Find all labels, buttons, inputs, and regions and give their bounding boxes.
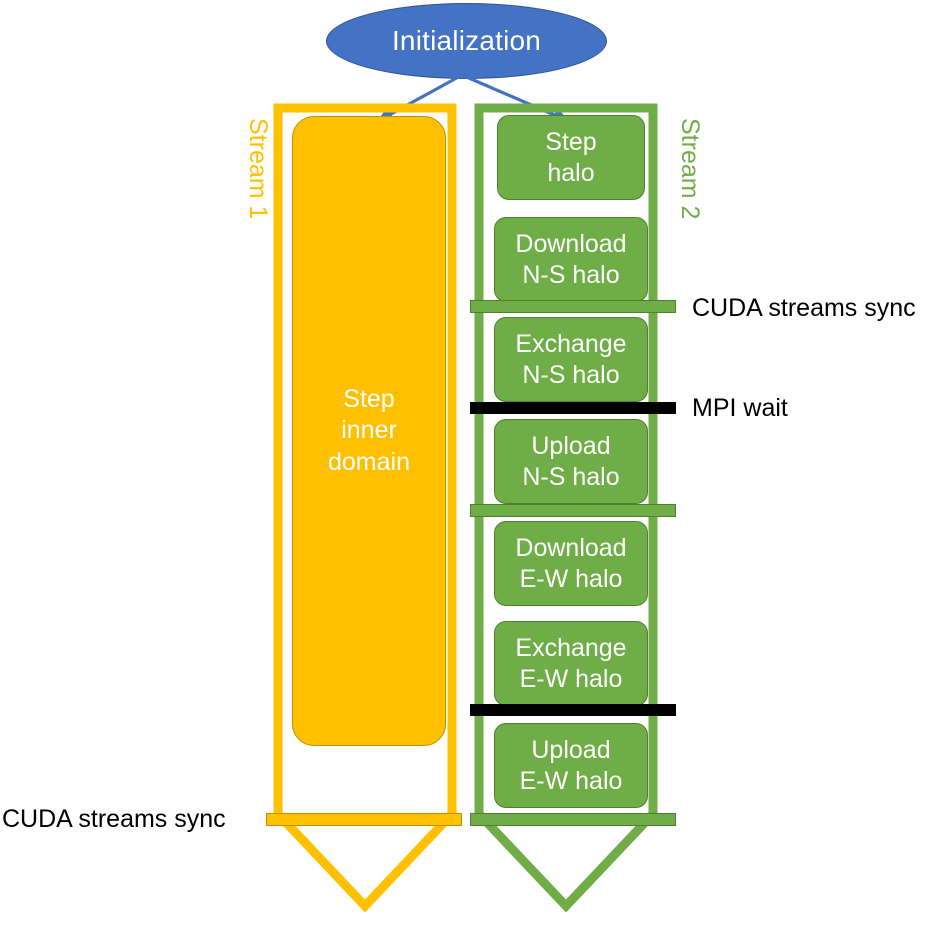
stream2-label: Stream 2 xyxy=(676,118,704,220)
stream2-mpi-wait-bar-1 xyxy=(470,402,676,414)
stream1-label: Stream 1 xyxy=(244,118,272,220)
stream2-cuda-streams-sync-bar-1 xyxy=(470,300,676,313)
stream2-cuda-streams-sync-bar-3 xyxy=(470,813,676,826)
stream2-mpi-wait-bar-2 xyxy=(470,704,676,716)
stream1-cuda-streams-sync-bar xyxy=(266,813,462,826)
initialization-node: Initialization xyxy=(326,3,607,79)
stream2-cuda-streams-sync-bar-2 xyxy=(470,504,676,517)
arrow-to-stream1 xyxy=(376,73,463,122)
annotation-cuda-streams-sync-top: CUDA streams sync xyxy=(692,294,916,322)
annotation-cuda-streams-sync-bottom: CUDA streams sync xyxy=(2,805,226,833)
initialization-label: Initialization xyxy=(391,25,542,56)
arrow-to-stream2 xyxy=(461,73,570,123)
annotation-mpi-wait: MPI wait xyxy=(692,394,788,422)
